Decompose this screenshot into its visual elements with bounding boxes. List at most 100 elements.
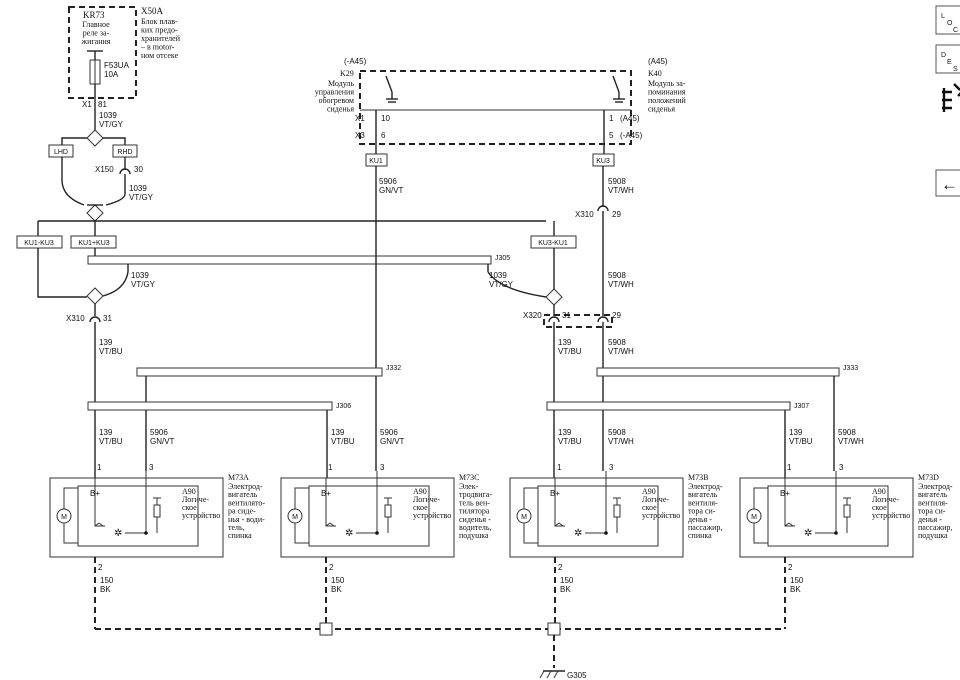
wire-139-num-right: 139 <box>558 338 572 347</box>
motor-ref: M73C <box>459 473 479 482</box>
wire-5908-color-mid: VT/WH <box>608 280 634 289</box>
back-arrow-glyph: ← <box>941 175 958 194</box>
splice-j306-label: J306 <box>336 403 351 410</box>
option-ku3-ku1-label: KU3-KU1 <box>538 240 568 247</box>
option-ku3-label: KU3 <box>596 158 610 165</box>
m73d-wire-b-num: 5908 <box>838 428 856 437</box>
pin-label: 2 <box>329 563 334 572</box>
motor-outline <box>280 477 455 558</box>
splice-diamond <box>86 129 104 147</box>
k40-switch-symbol <box>612 75 625 103</box>
pin-label: 3 <box>149 463 154 472</box>
pin-label: 1 <box>787 463 792 472</box>
k40-x1-pin: 1 <box>609 114 614 123</box>
k40-ref: K40 <box>648 69 662 78</box>
fan-icon: ✲ <box>574 528 582 539</box>
m73b-wire-b-num: 5908 <box>608 428 626 437</box>
motor-ref: M73D <box>918 473 939 482</box>
desc-letter: E <box>947 59 952 66</box>
fuse-block-outline <box>68 6 137 99</box>
logic-unit-ref: A90 <box>642 487 656 496</box>
relay-ref: KR73 <box>83 10 105 20</box>
inline-connector-x310-31 <box>89 316 101 323</box>
ground-wire-num: 150 <box>560 576 574 585</box>
ground-wire-color: BK <box>790 585 801 594</box>
wire-5906-color-top: GN/VT <box>379 186 404 195</box>
desc-letter: S <box>953 66 958 73</box>
loc-letter: O <box>947 20 953 27</box>
motor-symbol-label: M <box>521 514 527 521</box>
motor-outline <box>49 477 224 558</box>
m73a-wire-a-num: 139 <box>99 428 113 437</box>
m73d-wire-b-color: VT/WH <box>838 437 864 446</box>
module-outline <box>359 70 632 145</box>
pin-label: 1 <box>557 463 562 472</box>
splice-diamond <box>86 287 104 305</box>
fuse-block-desc: Блок плав-ких предо-хранителей– в motor-… <box>140 17 181 60</box>
k40-option: (A45) <box>648 57 668 66</box>
wire-5908-num-mid: 5908 <box>608 271 626 280</box>
logic-unit-box <box>537 485 659 547</box>
motor-symbol-label: M <box>751 514 757 521</box>
logic-unit-box <box>767 485 889 547</box>
m73d-wire-a-num: 139 <box>789 428 803 437</box>
pin-label: 3 <box>609 463 614 472</box>
connector-icon[interactable] <box>942 83 960 112</box>
logic-unit-box <box>77 485 199 547</box>
splice-pack-j306 <box>87 401 333 411</box>
fuse-ref: F53UA <box>104 61 130 70</box>
logic-unit-ref: A90 <box>413 487 427 496</box>
inline-connector-x310 <box>597 205 609 212</box>
fuse-block-ref: X50A <box>141 6 163 16</box>
k29-x3-name: X3 <box>355 131 365 140</box>
m73c-wire-b-color: GN/VT <box>380 437 405 446</box>
wire-1039-num-a: 1039 <box>99 111 117 120</box>
pin-label: 3 <box>839 463 844 472</box>
pin-label: 1 <box>328 463 333 472</box>
k29-switch-symbol <box>385 75 398 103</box>
back-arrow-icon[interactable]: ← <box>935 169 960 197</box>
pin-label: 2 <box>558 563 563 572</box>
wire-1039-num-c: 1039 <box>131 271 149 280</box>
option-rhd-label: RHD <box>117 149 132 156</box>
conn-x310-31-pin: 31 <box>103 314 112 323</box>
m73a-wire-a-color: VT/BU <box>99 437 123 446</box>
k29-option: (-A45) <box>344 57 367 66</box>
splice-j332-label: J332 <box>386 365 401 372</box>
logic-unit-ref: A90 <box>182 487 196 496</box>
k29-x3-pin: 6 <box>381 131 386 140</box>
motor-outline <box>739 477 914 558</box>
pin-label: 3 <box>380 463 385 472</box>
splice-diamond <box>545 288 563 306</box>
conn-x1-pin: 81 <box>98 100 107 109</box>
location-nav-button[interactable]: L O C <box>935 5 960 35</box>
conn-x150-pin: 30 <box>134 165 143 174</box>
pin-label: 2 <box>98 563 103 572</box>
description-nav-button[interactable]: D E S <box>935 44 960 74</box>
k40-x3-option: (-A45) <box>620 131 643 140</box>
k29-ref: K29 <box>340 69 354 78</box>
fan-icon: ✲ <box>345 528 353 539</box>
connector-x320-outline <box>543 314 613 328</box>
ground-wire-num: 150 <box>100 576 114 585</box>
option-ku1-plus-ku3 <box>70 235 117 249</box>
splice-pack-j333 <box>596 367 840 377</box>
fuse-block-x50a: X50A Блок плав-ких предо-хранителей– в m… <box>68 6 181 130</box>
motor-ref: M73B <box>688 473 708 482</box>
wire-1039-color-a: VT/GY <box>99 120 124 129</box>
splice-j307-label: J307 <box>794 403 809 410</box>
fan-icon: ✲ <box>804 528 812 539</box>
option-lhd <box>48 144 74 158</box>
option-ku1-label: KU1 <box>369 158 383 165</box>
k40-x1-option: (A45) <box>620 114 640 123</box>
